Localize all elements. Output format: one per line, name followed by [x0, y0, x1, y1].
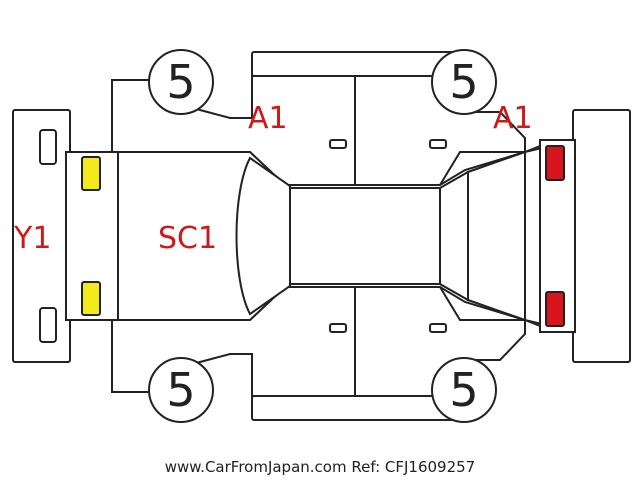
tire-rear-left-rating: 5: [449, 363, 478, 417]
tire-front-right: 5: [148, 49, 214, 115]
tire-rear-left: 5: [431, 357, 497, 423]
right-headlamp-marker: [81, 281, 101, 316]
front-bumper-damage-code: Y1: [13, 221, 51, 256]
tire-rear-right: 5: [431, 49, 497, 115]
footer-reference: www.CarFromJapan.com Ref: CFJ1609257: [165, 458, 475, 476]
left-headlamp-marker: [81, 156, 101, 191]
hood-damage-code: SC1: [158, 221, 217, 256]
tire-front-left: 5: [148, 357, 214, 423]
right-taillamp-marker: [545, 291, 565, 327]
tire-front-right-rating: 5: [166, 55, 195, 109]
left-taillamp-marker: [545, 145, 565, 181]
tire-front-left-rating: 5: [166, 363, 195, 417]
car-top-view: [65, 138, 576, 334]
rear-quarter-damage-code: A1: [493, 101, 533, 136]
tire-rear-right-rating: 5: [449, 55, 478, 109]
roof-side-damage-code: A1: [248, 101, 288, 136]
rear-bumper: [572, 109, 631, 363]
